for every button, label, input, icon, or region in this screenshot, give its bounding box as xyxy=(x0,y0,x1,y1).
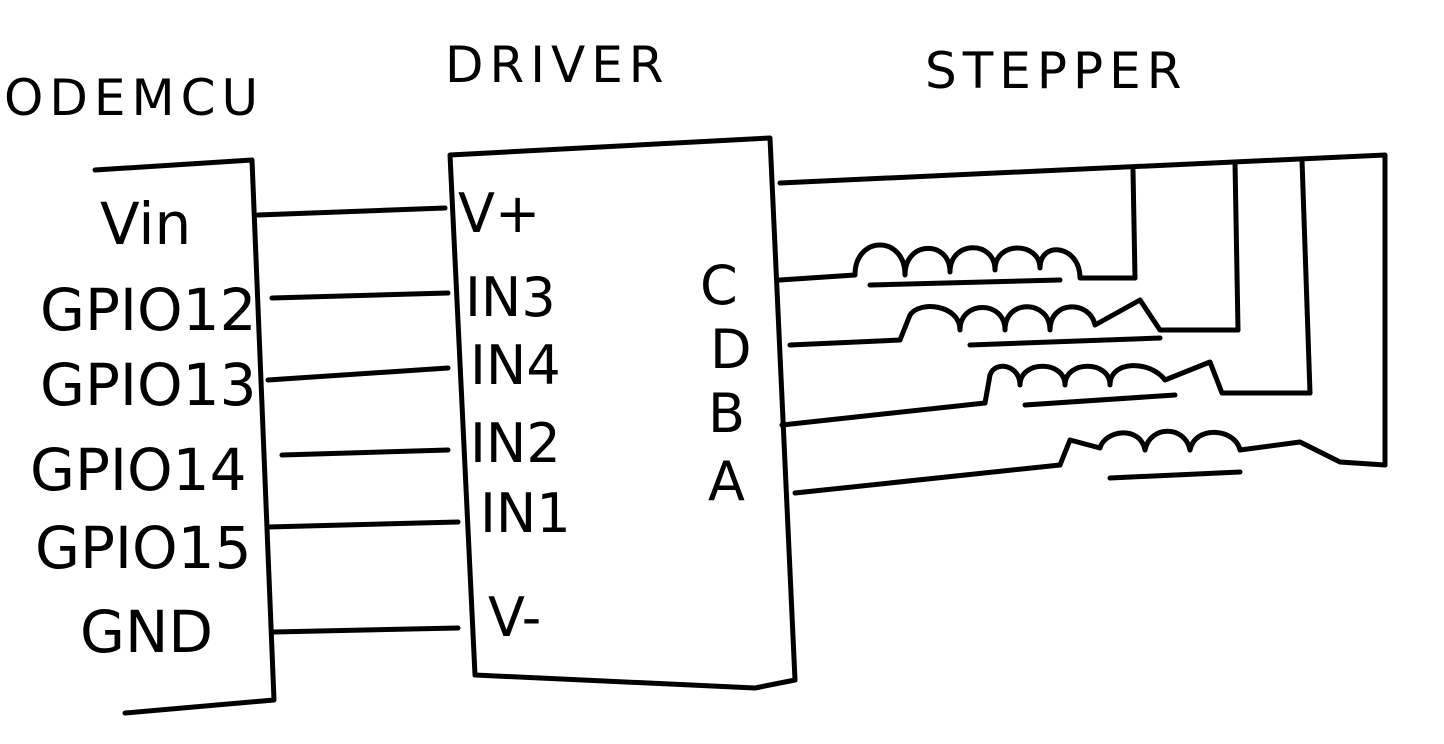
wire-gpio15 xyxy=(265,519,461,530)
wire-gnd xyxy=(271,625,461,635)
return-line-2 xyxy=(1232,159,1241,333)
driver-label-vplus: V+ xyxy=(458,182,540,245)
mcu-driver-wires xyxy=(255,205,461,635)
nodemcu-pin-labels: Vin GPIO12 GPIO13 GPIO14 GPIO15 GND xyxy=(30,190,256,666)
coil-d xyxy=(787,297,1241,348)
driver-title: DRIVER xyxy=(445,36,670,94)
pin-label-gpio13: GPIO13 xyxy=(40,351,256,419)
driver-label-in2: IN2 xyxy=(470,412,561,475)
driver-label-in1: IN1 xyxy=(480,482,571,545)
driver-label-a: A xyxy=(708,450,745,513)
coil-b xyxy=(779,359,1313,428)
coil-c xyxy=(777,242,1138,288)
nodemcu-title: ODEMCU xyxy=(4,69,264,127)
nodemcu-board xyxy=(92,157,277,716)
driver-label-c: C xyxy=(700,254,738,317)
return-line-3 xyxy=(1299,157,1313,396)
driver-output-labels: C D B A xyxy=(700,254,752,513)
pin-label-gpio15: GPIO15 xyxy=(35,514,251,582)
return-line-1 xyxy=(1130,167,1138,281)
wire-gpio12 xyxy=(269,290,451,301)
wire-vin xyxy=(255,205,448,218)
stepper-wiring xyxy=(777,152,1388,496)
pin-label-gnd: GND xyxy=(80,598,213,666)
driver-label-vminus: V- xyxy=(488,586,541,649)
driver-input-labels: V+ IN3 IN4 IN2 IN1 V- xyxy=(458,182,571,649)
driver-label-b: B xyxy=(708,382,745,445)
wire-gpio14 xyxy=(279,447,451,458)
driver-board xyxy=(447,135,798,691)
stepper-title: STEPPER xyxy=(925,42,1188,100)
pin-label-vin: Vin xyxy=(100,190,191,258)
pin-label-gpio14: GPIO14 xyxy=(30,436,246,504)
driver-label-in3: IN3 xyxy=(465,266,556,329)
wire-gpio13 xyxy=(265,365,451,383)
driver-label-d: D xyxy=(710,318,752,381)
coil-a xyxy=(792,428,1388,496)
common-bus xyxy=(777,152,1388,468)
driver-label-in4: IN4 xyxy=(470,334,561,397)
pin-label-gpio12: GPIO12 xyxy=(40,276,256,344)
